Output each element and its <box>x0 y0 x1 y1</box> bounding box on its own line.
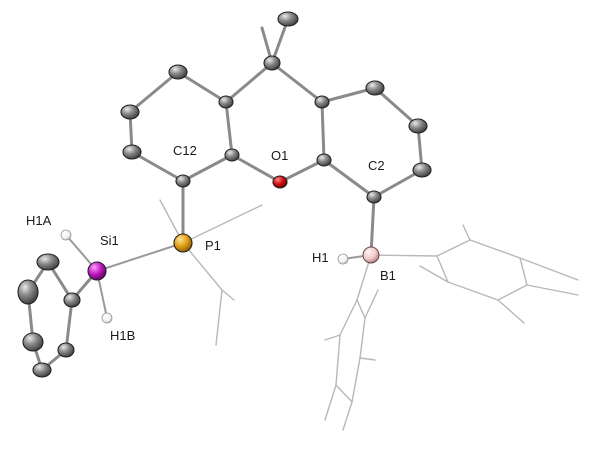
atom-carbon <box>22 332 44 352</box>
label-h1: H1 <box>312 250 329 265</box>
atom-carbon <box>408 118 428 134</box>
atom-labels: C12 O1 C2 H1A Si1 P1 H1 B1 H1B <box>26 143 396 343</box>
atom-oxygen <box>272 175 288 189</box>
label-o1: O1 <box>271 148 288 163</box>
atoms-carbon <box>17 11 432 378</box>
atom-boron <box>362 246 380 264</box>
atom-carbon <box>218 95 234 109</box>
label-c12: C12 <box>173 143 197 158</box>
atom-carbon <box>57 342 75 358</box>
atom-carbon <box>412 162 432 178</box>
atom-carbon <box>63 292 81 308</box>
atom-carbon <box>316 153 332 167</box>
label-p1: P1 <box>205 238 221 253</box>
atom-hydrogen <box>101 312 113 324</box>
atom-hydrogen <box>60 229 72 241</box>
label-h1a: H1A <box>26 213 52 228</box>
atom-carbon <box>224 148 240 162</box>
atom-carbon <box>277 11 299 27</box>
atom-carbon <box>17 279 39 305</box>
atom-carbon <box>32 362 52 378</box>
label-c2: C2 <box>368 158 385 173</box>
atom-hydrogen <box>337 253 349 265</box>
label-b1: B1 <box>380 268 396 283</box>
atom-carbon <box>122 144 142 160</box>
atom-carbon <box>36 253 60 271</box>
atom-carbon <box>314 95 330 109</box>
bonds-backbone <box>26 17 424 372</box>
atom-carbon <box>168 64 188 80</box>
atom-silicon <box>87 261 107 281</box>
atom-carbon <box>120 104 140 120</box>
wireframe-substituents <box>159 199 579 431</box>
label-si1: Si1 <box>100 233 119 248</box>
atom-carbon <box>175 174 191 188</box>
label-h1b: H1B <box>110 328 135 343</box>
atom-carbon <box>365 80 385 96</box>
atom-phosphorus <box>173 233 193 253</box>
atom-carbon <box>263 55 281 71</box>
atom-carbon <box>366 190 382 204</box>
